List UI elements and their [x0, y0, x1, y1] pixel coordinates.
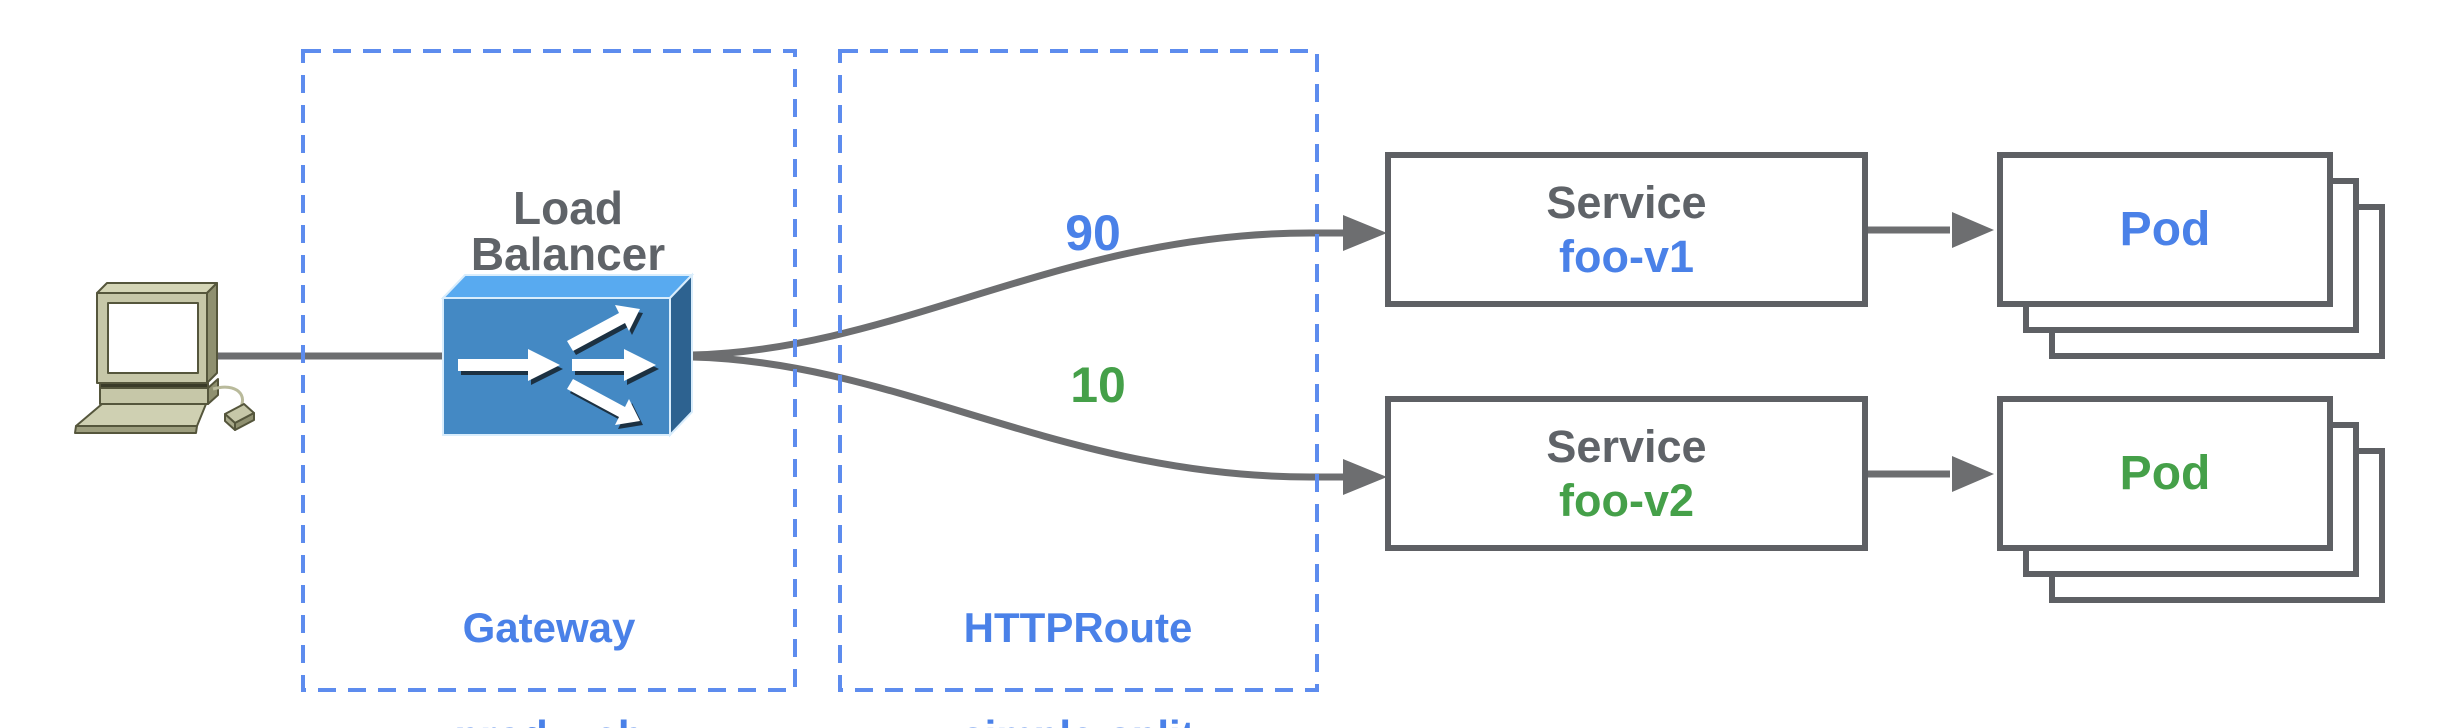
httproute-kind: HTTPRoute — [963, 604, 1193, 651]
gateway-resource-label: Gateway prod-web — [399, 547, 699, 728]
arrowhead-to-pod-v2 — [1952, 456, 1994, 492]
desktop-computer-icon — [74, 282, 255, 434]
arrowhead-to-service-v1 — [1343, 215, 1387, 251]
lb-arrows — [458, 305, 656, 425]
load-balancer-icon — [440, 272, 695, 438]
pod-stack-v1: Pod — [1997, 152, 2385, 359]
service-name-foo-v1: foo-v1 — [1559, 230, 1694, 282]
httproute-name: simple-split — [928, 709, 1228, 728]
service-type-label: Service — [1546, 176, 1707, 228]
traffic-split-curves — [688, 215, 1387, 495]
weight-10-label: 10 — [1070, 357, 1126, 413]
pod-label: Pod — [2119, 203, 2211, 256]
pod-label: Pod — [2119, 447, 2211, 500]
gateway-kind: Gateway — [462, 604, 636, 651]
pod-stack-v2: Pod — [1997, 396, 2385, 603]
weight-90-label: 90 — [1065, 205, 1121, 261]
pod-box-v1: Pod — [1997, 152, 2333, 307]
service-type-label: Service — [1546, 420, 1707, 472]
load-balancer-title: Load Balancer — [470, 182, 666, 280]
arrowhead-to-service-v2 — [1343, 459, 1387, 495]
service-name-foo-v2: foo-v2 — [1559, 474, 1694, 526]
service-box-foo-v1: Service foo-v1 — [1385, 152, 1868, 307]
split-curve-10 — [688, 353, 1352, 481]
gateway-name: prod-web — [399, 709, 699, 728]
httproute-dashed-box — [838, 49, 1319, 692]
pod-box-v2: Pod — [1997, 396, 2333, 551]
service-box-foo-v2: Service foo-v2 — [1385, 396, 1868, 551]
gateway-dashed-box — [301, 49, 797, 692]
service-to-pod-arrows — [1868, 212, 1994, 492]
httproute-resource-label: HTTPRoute simple-split — [928, 547, 1228, 728]
arrowhead-to-pod-v1 — [1952, 212, 1994, 248]
split-curve-90 — [688, 229, 1352, 359]
